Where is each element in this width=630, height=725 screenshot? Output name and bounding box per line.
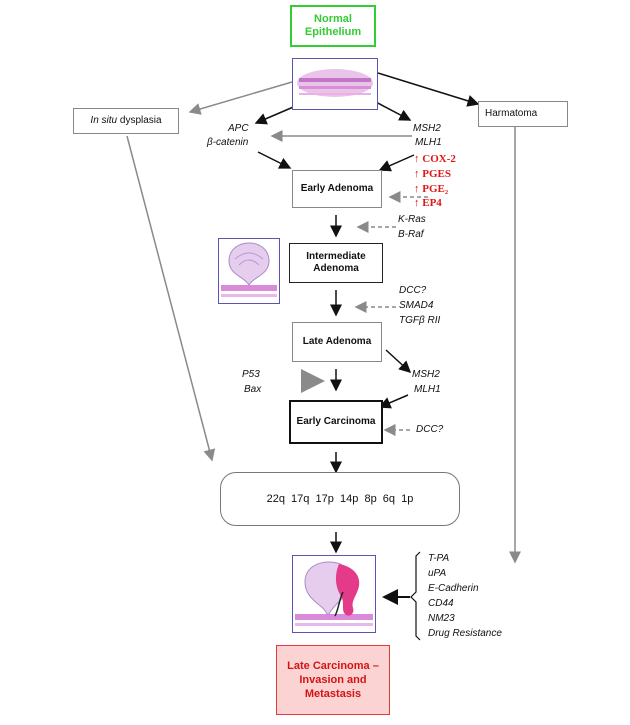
pge2-item: ↑ PGE₂ <box>414 182 448 196</box>
beta-catenin-label: β-catenin <box>207 137 249 148</box>
cd44-label: CD44 <box>428 598 454 609</box>
late-carcinoma-image <box>292 555 376 633</box>
e-cadherin-label: E-Cadherin <box>428 583 479 594</box>
apc-label: APC <box>228 123 249 134</box>
invasive-tumor-illustration <box>295 561 373 626</box>
intermediate-adenoma-label: Intermediate Adenoma <box>306 251 366 274</box>
upa-label: uPA <box>428 568 447 579</box>
pge2-label: PGE₂ <box>422 183 449 195</box>
in-situ-dysplasia-box: In situ dysplasia <box>73 108 179 134</box>
dcc-label-1: DCC? <box>399 285 427 296</box>
late-adenoma-box: Late Adenoma <box>292 322 382 362</box>
pges-label: PGES <box>422 168 451 180</box>
msh2-top-label: MSH2 <box>413 123 441 134</box>
normal-epithelium-image <box>292 58 378 110</box>
up-arrow-icon: ↑ <box>414 197 420 209</box>
late-carcinoma-label: Late Carcinoma – Invasion and Metastasis <box>287 660 379 700</box>
intermediate-adenoma-box: Intermediate Adenoma <box>289 243 383 283</box>
early-carcinoma-box: Early Carcinoma <box>289 400 383 444</box>
smad4-label: SMAD4 <box>399 300 434 311</box>
polyp-illustration <box>221 242 277 297</box>
tpa-label: T-PA <box>428 553 450 564</box>
late-adenoma-label: Late Adenoma <box>302 336 372 347</box>
hamartoma-label: Harmatoma <box>485 108 538 119</box>
dcc-label-2: DCC? <box>416 424 444 435</box>
tgfb-rii-label: TGFβ RII <box>399 315 441 326</box>
braf-label: B-Raf <box>398 229 424 240</box>
mlh1-top-label: MLH1 <box>415 137 442 148</box>
normal-epithelium-label: Normal Epithelium <box>304 13 362 38</box>
pges-item: ↑ PGES <box>414 167 451 181</box>
normal-tissue-illustration <box>297 69 373 97</box>
late-carcinoma-box: Late Carcinoma – Invasion and Metastasis <box>276 645 390 715</box>
nm23-label: NM23 <box>428 613 455 624</box>
ep4-label: EP4 <box>422 197 442 209</box>
msh2-mid-label: MSH2 <box>412 369 440 380</box>
up-arrow-icon: ↑ <box>414 183 420 195</box>
cox2-item: ↑ COX-2 <box>414 152 456 166</box>
drug-resistance-label: Drug Resistance <box>428 628 502 639</box>
up-arrow-icon: ↑ <box>414 168 420 180</box>
bax-label: Bax <box>244 384 262 395</box>
in-situ-label: In situ <box>90 115 118 126</box>
early-carcinoma-label: Early Carcinoma <box>296 416 376 427</box>
early-adenoma-box: Early Adenoma <box>292 170 382 208</box>
cox2-label: COX-2 <box>422 153 456 165</box>
dysplasia-label: dysplasia <box>117 115 162 126</box>
ep4-item: ↑ EP4 <box>414 196 442 210</box>
chromosome-loss-label: 22q 17q 17p 14p 8p 6q 1p <box>266 493 414 505</box>
up-arrow-icon: ↑ <box>414 153 420 165</box>
chromosome-loss-box: 22q 17q 17p 14p 8p 6q 1p <box>220 472 460 526</box>
p53-label: P53 <box>242 369 260 380</box>
hamartoma-box: Harmatoma <box>478 101 568 127</box>
kras-label: K-Ras <box>398 214 426 225</box>
early-adenoma-label: Early Adenoma <box>300 183 374 194</box>
mlh1-mid-label: MLH1 <box>414 384 441 395</box>
normal-epithelium-box: Normal Epithelium <box>290 5 376 47</box>
intermediate-adenoma-image <box>218 238 280 304</box>
